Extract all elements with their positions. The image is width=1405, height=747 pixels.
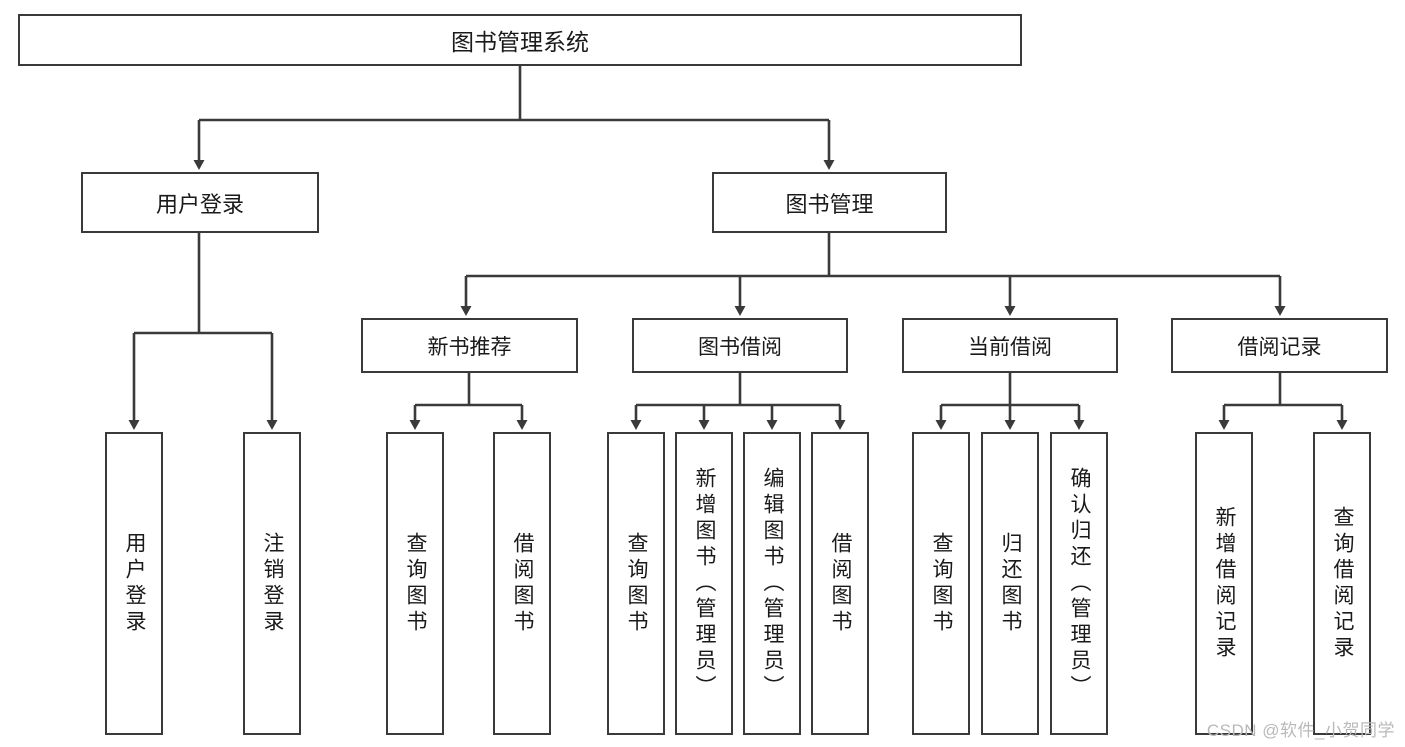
node-label: 新增图书（管理员）	[693, 466, 717, 701]
node-label: 用户登录	[155, 191, 244, 217]
node-label: 当前借阅	[968, 335, 1052, 359]
leaf-query-book-borrow[interactable]: 查询图书	[607, 432, 665, 735]
node-label: 查询图书	[930, 531, 954, 636]
node-label: 新增借阅记录	[1213, 505, 1237, 662]
node-label: 查询借阅记录	[1331, 505, 1355, 662]
node-label: 图书借阅	[698, 335, 782, 359]
leaf-user-login[interactable]: 用户登录	[105, 432, 163, 735]
node-borrow-record[interactable]: 借阅记录	[1171, 318, 1388, 373]
node-label: 图书管理	[785, 191, 874, 217]
node-label: 确认归还（管理员）	[1068, 466, 1092, 701]
node-book-management[interactable]: 图书管理	[712, 172, 947, 233]
leaf-add-borrow-record[interactable]: 新增借阅记录	[1195, 432, 1253, 735]
node-label: 借阅图书	[511, 531, 535, 636]
node-label: 归还图书	[999, 531, 1023, 636]
node-label: 查询图书	[625, 531, 649, 636]
leaf-borrow-book[interactable]: 借阅图书	[811, 432, 869, 735]
leaf-confirm-return-admin[interactable]: 确认归还（管理员）	[1050, 432, 1108, 735]
node-current-borrow[interactable]: 当前借阅	[902, 318, 1118, 373]
leaf-borrow-book-recommend[interactable]: 借阅图书	[493, 432, 551, 735]
leaf-user-logout[interactable]: 注销登录	[243, 432, 301, 735]
leaf-edit-book-admin[interactable]: 编辑图书（管理员）	[743, 432, 801, 735]
node-user-login[interactable]: 用户登录	[81, 172, 319, 233]
watermark: CSDN @软件_小贺同学	[1206, 721, 1395, 740]
node-label: 新书推荐	[427, 335, 512, 359]
node-label: 图书管理系统	[451, 29, 589, 55]
node-label: 注销登录	[261, 531, 285, 636]
leaf-query-book-recommend[interactable]: 查询图书	[386, 432, 444, 735]
leaf-add-book-admin[interactable]: 新增图书（管理员）	[675, 432, 733, 735]
leaf-query-borrow-record[interactable]: 查询借阅记录	[1313, 432, 1371, 735]
node-label: 用户登录	[123, 531, 147, 636]
node-root-system[interactable]: 图书管理系统	[18, 14, 1022, 66]
leaf-query-book-current[interactable]: 查询图书	[912, 432, 970, 735]
leaf-return-book[interactable]: 归还图书	[981, 432, 1039, 735]
node-new-book-recommend[interactable]: 新书推荐	[361, 318, 578, 373]
node-book-borrow[interactable]: 图书借阅	[632, 318, 848, 373]
node-label: 借阅记录	[1237, 335, 1322, 359]
node-label: 编辑图书（管理员）	[761, 466, 785, 701]
node-label: 借阅图书	[829, 531, 853, 636]
node-label: 查询图书	[404, 531, 428, 636]
